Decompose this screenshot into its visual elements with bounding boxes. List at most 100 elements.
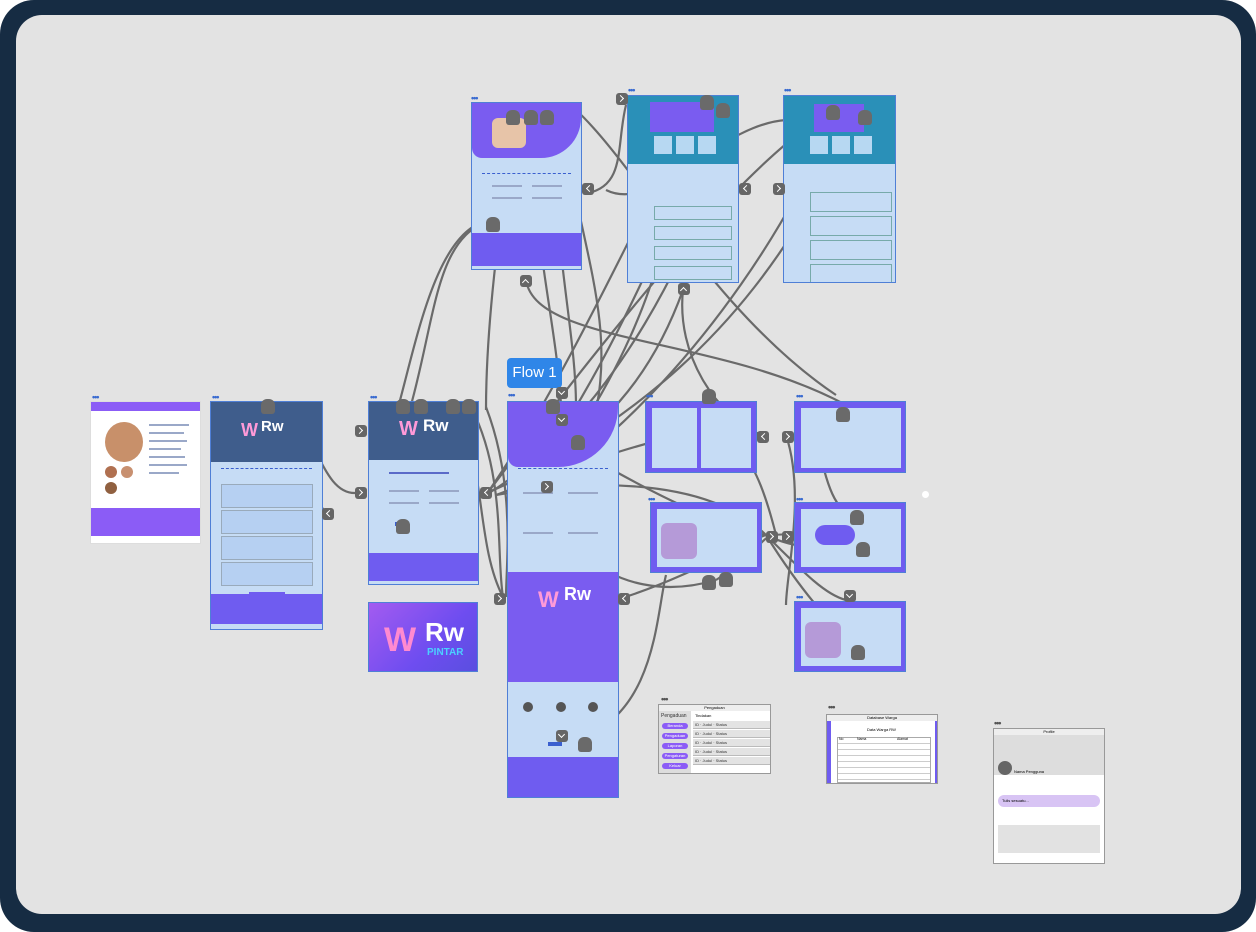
hotspot-marker[interactable] [486,217,500,232]
hotspot-marker[interactable] [826,105,840,120]
table-row[interactable]: ID · Judul · Status [693,721,770,729]
table-row[interactable]: ID · Judul · Status [693,730,770,738]
wire-admin-column-label: Tindakan [695,713,712,718]
hotspot-marker[interactable] [702,575,716,590]
wire-table-heading: Data Warga RW [867,727,896,732]
chevron-right-icon[interactable] [766,531,778,543]
hotspot-marker[interactable] [719,572,733,587]
chevron-left-icon[interactable] [322,508,334,520]
frame-menu-dots[interactable]: ••• [471,93,479,103]
avatar [998,761,1012,775]
frame-menu-dots[interactable]: ••• [508,390,516,400]
hotspot-marker[interactable] [716,103,730,118]
table-header-cell: Alamat [897,737,908,741]
hotspot-marker[interactable] [506,110,520,125]
wire-admin-title: Pengaduan [659,705,770,711]
frame-menu-dots[interactable]: ••• [661,694,669,704]
wire-admin-nav-item[interactable]: Keluar [662,763,688,769]
table-header-cell: Nama [857,737,867,741]
hotspot-marker[interactable] [396,519,410,534]
chevron-right-icon[interactable] [355,425,367,437]
screen-home[interactable] [471,102,582,270]
frame-menu-dots[interactable]: ••• [92,392,100,402]
wire-resident-table[interactable]: Database Warga Data Warga RW No Nama Ala… [826,714,938,784]
hotspot-marker[interactable] [462,399,476,414]
table-row[interactable]: ID · Judul · Status [693,748,770,756]
chevron-left-icon[interactable] [739,183,751,195]
hotspot-marker[interactable] [414,399,428,414]
prototype-canvas[interactable]: ••• ••• W Rw ••• W Rw [16,15,1241,914]
frame-menu-dots[interactable]: ••• [212,392,220,402]
hotspot-marker[interactable] [836,407,850,422]
frame-menu-dots[interactable]: ••• [828,702,836,712]
wire-admin-nav-item[interactable]: Pengaduan [662,733,688,739]
hotspot-marker[interactable] [700,95,714,110]
wire-table-title: Database Warga [827,715,937,721]
chevron-left-icon[interactable] [618,593,630,605]
wire-profile[interactable]: Profile Nama Pengguna Tulis sesuatu... [993,728,1105,864]
table-row[interactable]: ID · Judul · Status [693,757,770,765]
hotspot-marker[interactable] [571,435,585,450]
hotspot-marker[interactable] [858,110,872,125]
frame-menu-dots[interactable]: ••• [370,392,378,402]
screen-members[interactable] [794,401,906,473]
hotspot-marker[interactable] [546,399,560,414]
hotspot-marker[interactable] [396,399,410,414]
frame-menu-dots[interactable]: ••• [628,85,636,95]
frame-menu-dots[interactable]: ••• [796,494,804,504]
hotspot-marker[interactable] [856,542,870,557]
chevron-down-icon[interactable] [844,590,856,602]
frame-menu-dots[interactable]: ••• [796,391,804,401]
flow-start-label[interactable]: Flow 1 [507,358,562,388]
brand-logo-card: W Rw PINTAR [368,602,478,672]
screen-reset[interactable] [794,601,906,672]
hotspot-marker[interactable] [578,737,592,752]
profile-name: Nama Pengguna [1014,769,1045,774]
frame-menu-dots[interactable]: ••• [784,85,792,95]
frame-menu-dots[interactable]: ••• [648,494,656,504]
chevron-down-icon[interactable] [556,414,568,426]
hotspot-marker[interactable] [851,645,865,660]
logo-brand-text: Rw [425,617,464,647]
chevron-down-icon[interactable] [556,730,568,742]
wire-admin-nav-item[interactable]: Pengaturan [662,753,688,759]
cursor-dot [922,491,929,498]
chevron-left-icon[interactable] [757,431,769,443]
screen-detail[interactable]: W Rw [368,401,479,585]
screen-login[interactable] [650,502,762,573]
frame-menu-dots[interactable]: ••• [646,391,654,401]
wire-admin-complaints[interactable]: Pengaduan Pengaduan Beranda Pengaduan La… [658,704,771,774]
chevron-up-icon[interactable] [678,283,690,295]
hotspot-marker[interactable] [446,399,460,414]
chevron-down-icon[interactable] [556,387,568,399]
chevron-left-icon[interactable] [582,183,594,195]
chevron-right-icon[interactable] [355,487,367,499]
chevron-right-icon[interactable] [782,431,794,443]
screen-contacts[interactable] [645,401,757,473]
chevron-right-icon[interactable] [494,593,506,605]
post-input[interactable]: Tulis sesuatu... [998,795,1100,807]
screen-announcements[interactable] [783,95,896,283]
chevron-right-icon[interactable] [541,481,553,493]
hotspot-marker[interactable] [261,399,275,414]
chevron-right-icon[interactable] [782,531,794,543]
hotspot-marker[interactable] [524,110,538,125]
chevron-right-icon[interactable] [616,93,628,105]
chevron-left-icon[interactable] [480,487,492,499]
hotspot-marker[interactable] [540,110,554,125]
wire-admin-nav-item[interactable]: Beranda [662,723,688,729]
hotspot-marker[interactable] [702,389,716,404]
table-row[interactable]: ID · Judul · Status [693,739,770,747]
logo-subtext: PINTAR [427,647,464,658]
frame-menu-dots[interactable]: ••• [994,718,1002,728]
screen-gallery[interactable] [627,95,739,283]
hotspot-marker[interactable] [850,510,864,525]
frame-menu-dots[interactable]: ••• [796,592,804,602]
chevron-up-icon[interactable] [520,275,532,287]
wire-admin-header: Pengaduan [661,713,687,719]
chevron-right-icon[interactable] [773,183,785,195]
screen-article[interactable] [90,401,201,544]
wire-admin-nav-item[interactable]: Laporan [662,743,688,749]
screen-news-list[interactable]: W Rw [210,401,323,630]
